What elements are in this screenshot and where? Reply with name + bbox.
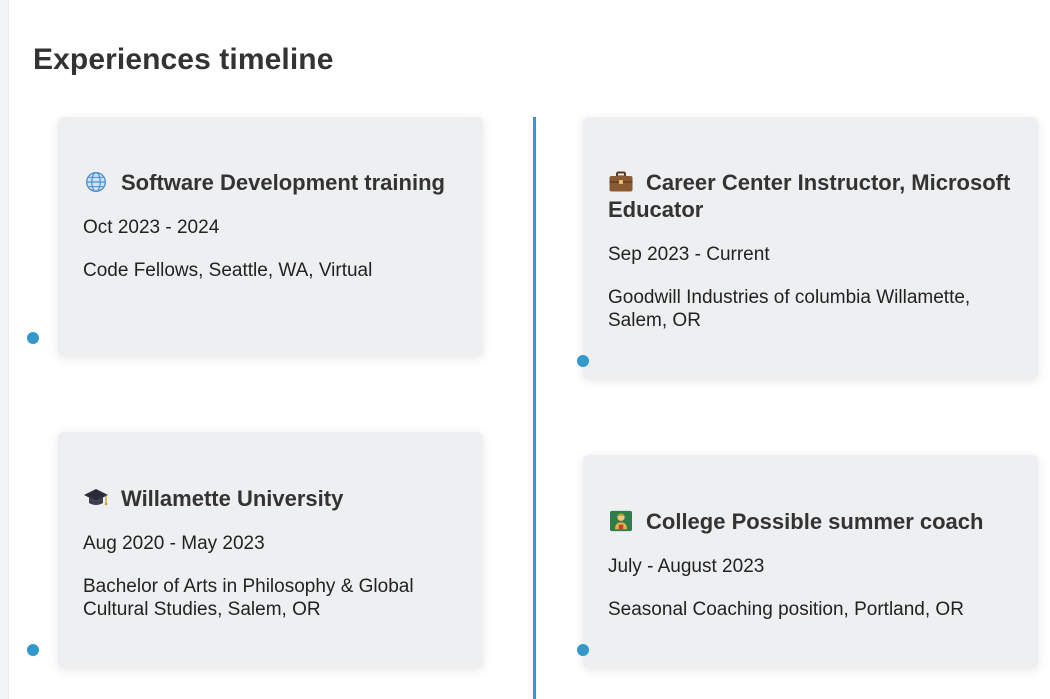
card-description: Seasonal Coaching position, Portland, OR [608, 599, 964, 620]
timeline-card-software-development: Software Development training Oct 2023 -… [58, 117, 483, 356]
card-description: Code Fellows, Seattle, WA, Virtual [83, 260, 373, 281]
graduation-cap-icon [83, 487, 109, 509]
card-title: Software Development training [83, 169, 458, 196]
timeline-marker [577, 644, 589, 656]
card-date: Aug 2020 - May 2023 [83, 533, 265, 554]
card-date: Sep 2023 - Current [608, 244, 770, 265]
card-title: Career Center Instructor, Microsoft Educ… [608, 170, 1011, 222]
card-title: Willamette University [83, 485, 458, 512]
card-date: July - August 2023 [608, 556, 765, 577]
teacher-icon [608, 510, 634, 532]
page-title: Experiences timeline [33, 43, 334, 76]
timeline-marker [577, 355, 589, 367]
left-edge [0, 0, 9, 699]
card-description: Bachelor of Arts in Philosophy & Global … [83, 576, 414, 620]
briefcase-icon [608, 171, 634, 193]
timeline-card-willamette-university: Willamette University Aug 2020 - May 202… [58, 432, 483, 668]
timeline-marker [27, 332, 39, 344]
card-title: College Possible summer coach [608, 508, 1013, 535]
timeline-marker [27, 644, 39, 656]
card-date: Oct 2023 - 2024 [83, 217, 220, 238]
card-description: Goodwill Industries of columbia Willamet… [608, 287, 971, 331]
globe-icon [83, 171, 109, 193]
timeline-card-career-center: Career Center Instructor, Microsoft Educ… [583, 117, 1038, 379]
timeline-card-college-possible: College Possible summer coach July - Aug… [583, 455, 1038, 668]
timeline-line [533, 117, 536, 699]
